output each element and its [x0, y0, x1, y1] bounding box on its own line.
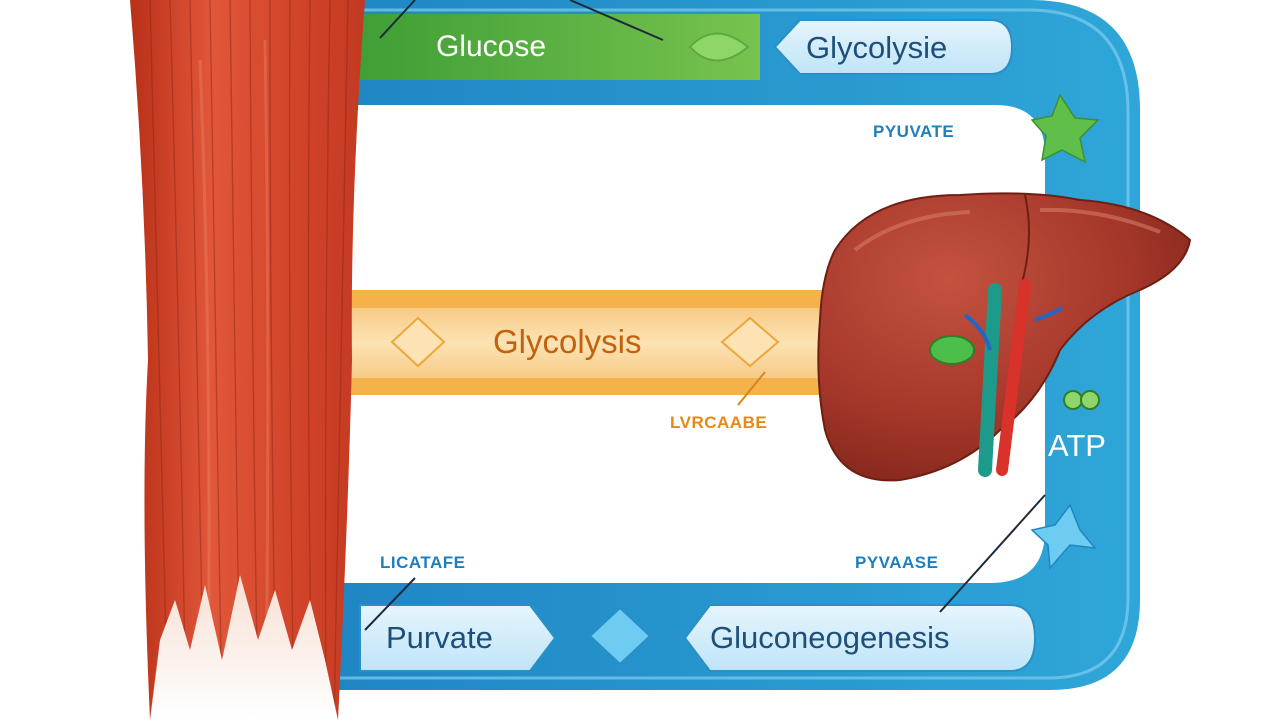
pyuvate-top-label: PYUVATE: [873, 122, 955, 141]
glycolysis-label: Glycolysis: [493, 323, 642, 360]
glycolysie-pill: [773, 19, 1014, 75]
top-pointer-line-right: [569, 0, 664, 41]
bottom-pointer-line-left: [364, 577, 416, 631]
glycolysis-pointer-line: [737, 371, 766, 406]
glucose-band: [355, 14, 760, 80]
gluconeogenesis-label: Gluconeogenesis: [710, 620, 950, 655]
blue-star-icon: [1030, 503, 1097, 570]
top-pointer-line-left: [379, 0, 416, 39]
pyvaase-label: PYVAASE: [855, 553, 939, 572]
licatafe-label: LICATAFE: [380, 553, 466, 572]
glucose-label: Glucose: [436, 30, 547, 63]
atp-label: ATP: [1048, 428, 1106, 463]
purvate-pill: [359, 604, 557, 672]
liver-icon: [817, 192, 1192, 482]
glycolysie-label: Glycolysie: [806, 30, 948, 65]
green-star-icon: [1030, 93, 1100, 164]
gluconeogenesis-pill: [683, 604, 1037, 672]
glucose-arrow-icon: [688, 32, 750, 62]
lvrcaabe-label: LVRCAABE: [670, 413, 768, 432]
bottom-pointer-line-right: [939, 494, 1046, 613]
bottom-cross-marker-icon: [588, 606, 652, 666]
glycolysis-left-marker-icon: [390, 316, 446, 368]
purvate-label: Purvate: [386, 620, 493, 655]
muscle-icon: [130, 0, 365, 721]
atp-coin-icon: [1063, 390, 1100, 410]
glycolysis-right-marker-icon: [720, 316, 780, 368]
